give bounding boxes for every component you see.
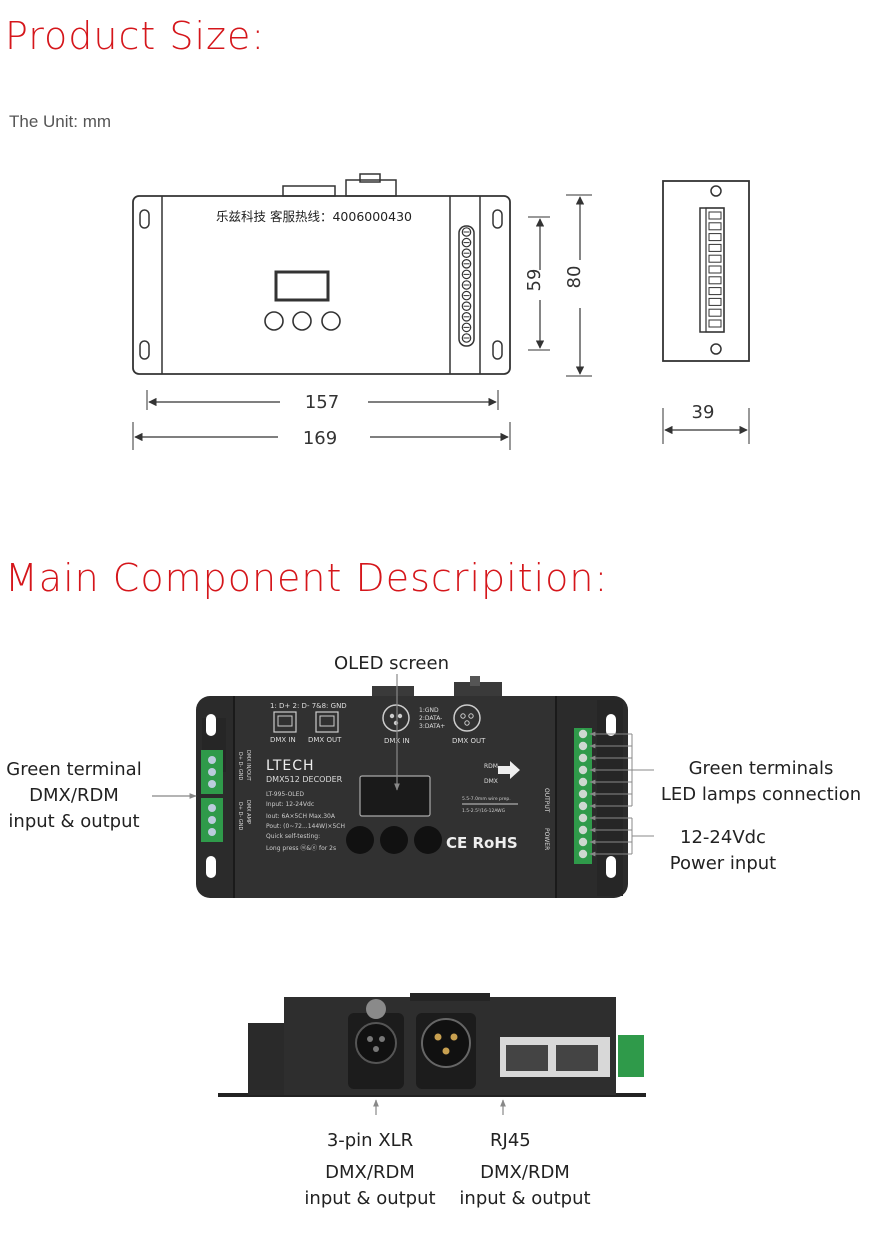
svg-text:Long press ⓜ&ⓔ for 2s: Long press ⓜ&ⓔ for 2s [266, 844, 336, 852]
product-size-heading: Product Size: [5, 14, 266, 58]
svg-text:Quick self-testing:: Quick self-testing: [266, 833, 320, 840]
xlr-label: 3-pin XLR DMX/RDM input & output [304, 1130, 436, 1209]
svg-text:2:DATA-: 2:DATA- [419, 715, 442, 722]
svg-text:DMX AMP: DMX AMP [245, 800, 251, 824]
power-input-label: 12-24Vdc Power input [669, 827, 777, 874]
side-view-outline [662, 180, 750, 362]
svg-text:5.5-7.0mm wire prep.: 5.5-7.0mm wire prep. [462, 796, 511, 802]
device-photo-top: 1: D+ 2: D- 7&8: GND DMX IN DMX OUT DMX … [152, 674, 654, 898]
green-terminals-label: Green terminals LED lamps connection [660, 758, 862, 805]
top-pins-text: 1: D+ 2: D- 7&8: GND [270, 702, 347, 710]
dimension-drawing: 乐兹科技 客服热线：4006000430 157 169 59 80 39 [132, 173, 750, 450]
oled-screen-label: OLED screen [334, 653, 449, 674]
svg-text:3:DATA+: 3:DATA+ [419, 723, 445, 730]
oled-screen [359, 775, 431, 817]
device-outline [132, 195, 511, 375]
svg-text:LT-995-OLED: LT-995-OLED [266, 791, 304, 798]
left-terminal-blocks [201, 750, 223, 842]
xlr-out-label: DMX OUT [452, 737, 486, 745]
device-hotline-text: 乐兹科技 客服热线：4006000430 [216, 209, 412, 224]
button-right [414, 826, 442, 854]
right-terminal-block [574, 728, 592, 864]
svg-text:POWER: POWER [543, 828, 550, 850]
svg-text:Pout: (0~72...144W)×5CH: Pout: (0~72...144W)×5CH [266, 823, 345, 830]
svg-text:DMX IN/OUT: DMX IN/OUT [245, 750, 251, 782]
svg-text:1:GND: 1:GND [419, 707, 439, 714]
dim-39: 39 [692, 402, 715, 423]
device-photo-side [218, 993, 646, 1115]
components-heading: Main Component Descripition: [5, 556, 609, 600]
svg-text:DMX: DMX [484, 778, 498, 785]
dim-80: 80 [564, 266, 585, 289]
screen-outline [274, 270, 330, 302]
left-terminal-label: Green terminal DMX/RDM input & output [6, 759, 142, 832]
svg-text:1.5-2.5²/16-12AWG: 1.5-2.5²/16-12AWG [462, 808, 506, 814]
button-middle [380, 826, 408, 854]
svg-text:OUTPUT: OUTPUT [543, 788, 550, 813]
dim-157: 157 [305, 392, 339, 413]
rj45-label: RJ45 DMX/RDM input & output [459, 1130, 591, 1209]
brand-logo: LTECH [266, 758, 315, 774]
model-title: DMX512 DECODER [266, 775, 343, 784]
svg-text:RDM: RDM [484, 763, 498, 770]
svg-text:D+ D- GND: D+ D- GND [237, 802, 243, 830]
rj-in-label: DMX IN [270, 736, 296, 744]
unit-label: The Unit: mm [9, 112, 112, 131]
button-left [346, 826, 374, 854]
svg-text:Input: 12-24Vdc: Input: 12-24Vdc [266, 801, 314, 808]
svg-text:D+ D- GND: D+ D- GND [237, 752, 243, 780]
rj-out-label: DMX OUT [308, 736, 342, 744]
ce-rohs-mark: CE RoHS [446, 834, 518, 852]
top-connector-left [282, 185, 336, 197]
dim-59: 59 [524, 269, 545, 292]
dim-169: 169 [303, 428, 337, 449]
svg-text:Iout: 6A×5CH Max.30A: Iout: 6A×5CH Max.30A [266, 813, 336, 820]
